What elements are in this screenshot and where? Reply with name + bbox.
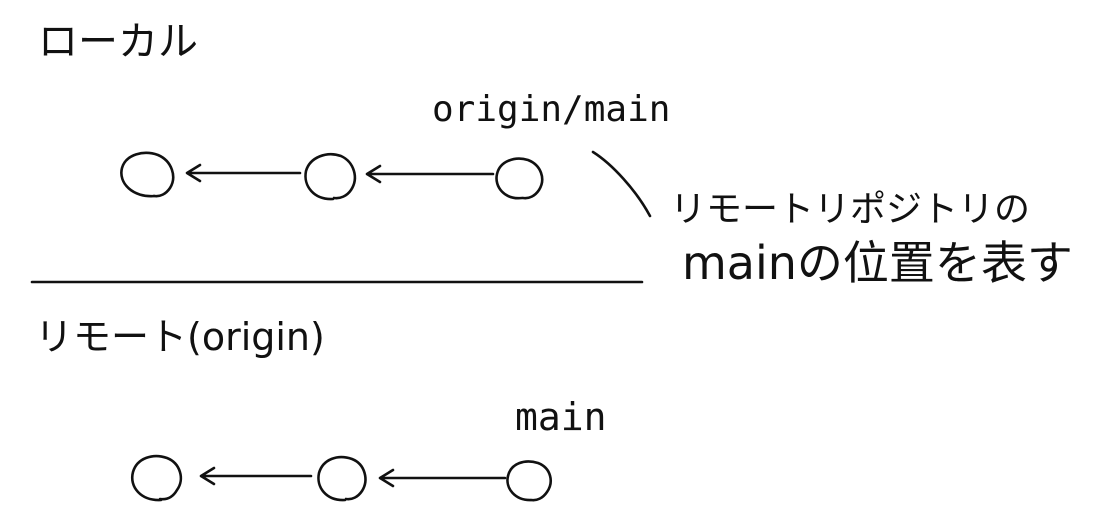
local-section-title: ローカル <box>38 19 198 65</box>
remote-commit-2 <box>317 455 367 502</box>
local-commit-2 <box>304 152 357 201</box>
remote-arrow-2 <box>378 468 507 488</box>
remote-commit-1 <box>130 454 183 502</box>
remote-main-branch-label: main <box>515 395 607 439</box>
annotation-text-line-2: mainの位置を表す <box>682 236 1073 290</box>
remote-arrow-1 <box>199 466 313 486</box>
local-arrow-2 <box>365 164 495 184</box>
local-commit-graph <box>120 150 652 218</box>
local-commit-3 <box>495 157 544 200</box>
local-arrow-1 <box>185 163 302 183</box>
origin-main-branch-label: origin/main <box>432 89 671 130</box>
remote-commit-graph <box>130 454 552 502</box>
annotation-text-line-1: リモートリポジトリの <box>670 189 1031 230</box>
annotation-connector-line <box>591 150 652 218</box>
remote-section-title: リモート(origin) <box>35 315 325 359</box>
local-commit-1 <box>120 151 175 198</box>
remote-commit-3 <box>506 460 552 502</box>
